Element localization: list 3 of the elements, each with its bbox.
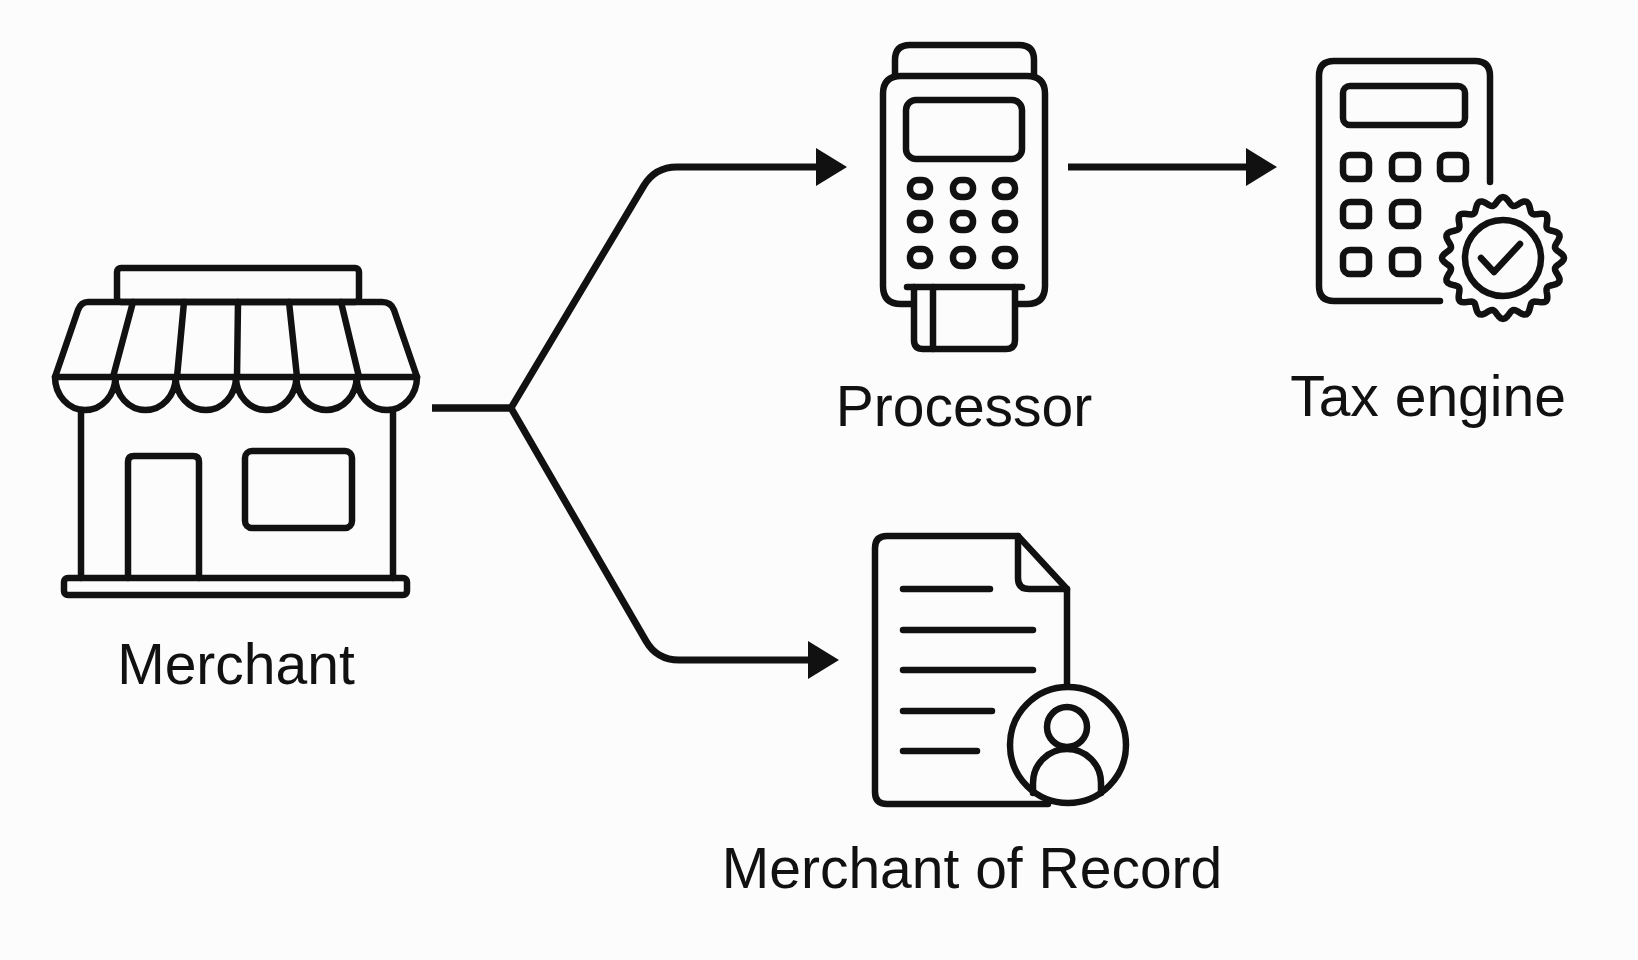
node-label: Merchant — [117, 636, 355, 693]
node-label: Processor — [835, 378, 1093, 435]
node-label: Merchant of Record — [721, 840, 1223, 897]
